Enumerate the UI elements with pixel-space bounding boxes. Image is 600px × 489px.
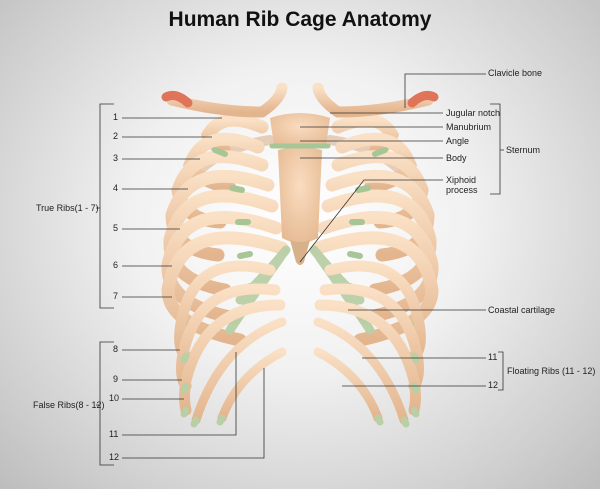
rib-number-9: 9	[113, 374, 119, 384]
label-xiphoid: Xiphoid	[446, 175, 477, 185]
clavicles	[166, 82, 434, 118]
rib-number-12: 12	[109, 452, 120, 462]
rib-number-2: 2	[113, 131, 119, 141]
rib-number-8: 8	[113, 344, 119, 354]
rib-number-3: 3	[113, 153, 119, 163]
sternum-art	[270, 113, 330, 265]
rib-number-right-12: 12	[488, 380, 499, 390]
right-true-ribs	[311, 113, 439, 347]
label-false-ribs: False Ribs(8 - 12)	[33, 400, 105, 410]
label-true-ribs: True Ribs(1 - 7)	[36, 203, 99, 213]
sternum-bracket	[490, 103, 501, 195]
label-floating-ribs: Floating Ribs (11 - 12)	[507, 366, 596, 376]
rib-number-7: 7	[113, 291, 119, 301]
label-sternum: Sternum	[506, 145, 541, 155]
rib-number-6: 6	[113, 260, 119, 270]
rib-number-4: 4	[113, 183, 119, 193]
label-body: Body	[446, 153, 467, 163]
diagram-title: Human Rib Cage Anatomy	[168, 8, 432, 31]
label-jugular-notch: Jugular notch	[446, 108, 501, 118]
false-ribs-bracket	[99, 341, 114, 466]
floating-ribs-bracket	[498, 351, 504, 391]
label-process: process	[446, 185, 478, 195]
rib-number-5: 5	[113, 223, 119, 233]
label-angle: Angle	[446, 136, 470, 146]
rib-number-1: 1	[113, 112, 119, 122]
true-ribs-bracket	[99, 103, 114, 309]
label-clavicle: Clavicle bone	[488, 68, 543, 78]
rib-cage-art	[161, 82, 439, 428]
label-manubrium: Manubrium	[446, 122, 492, 132]
rib-number-right-11: 11	[488, 352, 498, 362]
rib-number-11: 11	[109, 429, 119, 439]
rib-number-10: 10	[109, 393, 120, 403]
label-coastal-cartilage: Coastal cartilage	[488, 305, 556, 315]
leader-lines	[96, 73, 504, 466]
left-false-ribs	[174, 260, 286, 416]
